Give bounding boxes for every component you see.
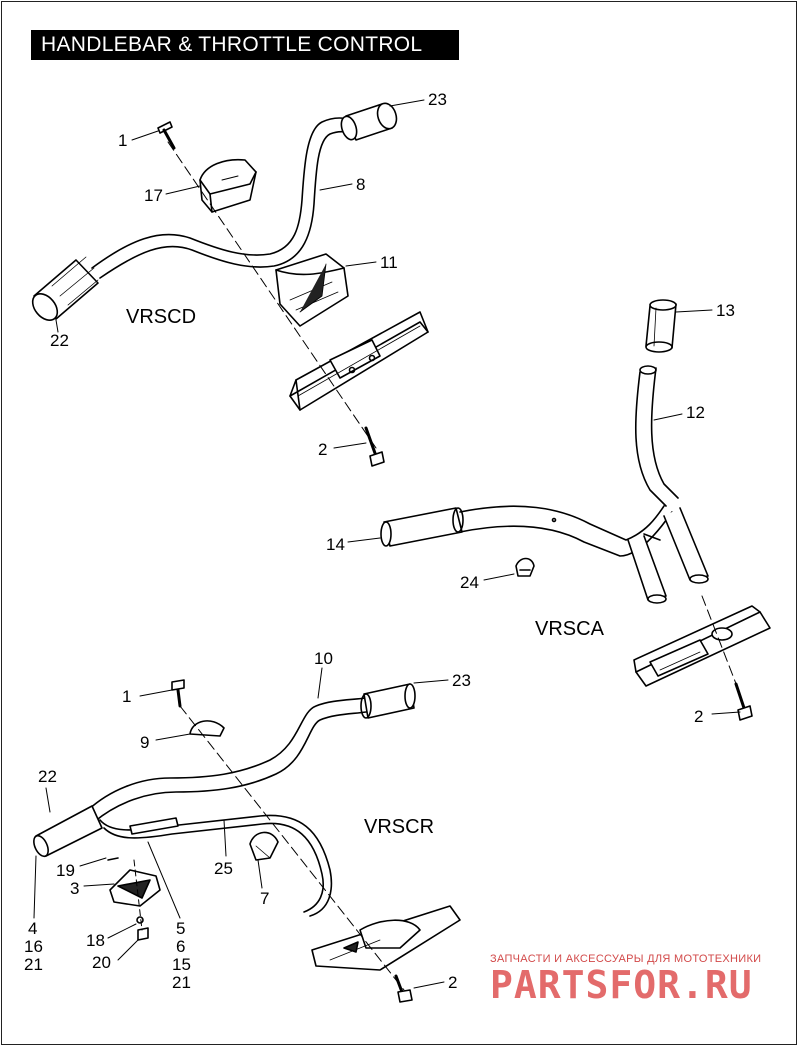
bolt-1-vrscr bbox=[171, 679, 185, 708]
callout-8: 8 bbox=[356, 175, 365, 194]
grip-left-vrscr bbox=[33, 805, 103, 858]
callout-25: 25 bbox=[214, 859, 233, 878]
callout-2: 2 bbox=[448, 973, 457, 992]
callout-11: 11 bbox=[380, 253, 398, 272]
clip-24 bbox=[515, 557, 535, 577]
vrsca-assembly bbox=[380, 299, 771, 721]
callout-17: 17 bbox=[144, 186, 163, 205]
callout-4: 4 bbox=[28, 919, 37, 938]
callout-labels: 1 23 17 8 11 22 2 13 12 14 24 2 10 1 23 … bbox=[24, 90, 735, 992]
throttle-cable bbox=[99, 814, 333, 917]
callout-1: 1 bbox=[122, 687, 131, 706]
callout-3: 3 bbox=[70, 879, 79, 898]
watermark-brand: PARTSFOR.RU bbox=[490, 963, 753, 1007]
triple-clamp-vrsca bbox=[633, 605, 771, 687]
callout-13: 13 bbox=[716, 301, 735, 320]
clamp-cap-7 bbox=[249, 831, 279, 861]
callout-22: 22 bbox=[50, 331, 69, 350]
callout-15: 15 bbox=[172, 955, 191, 974]
callout-1: 1 bbox=[118, 131, 127, 150]
callout-22: 22 bbox=[38, 767, 57, 786]
grip-14 bbox=[380, 507, 464, 547]
model-label-vrsca: VRSCA bbox=[535, 618, 605, 640]
bolt-2-vrscr bbox=[394, 974, 413, 1003]
leader-lines bbox=[33, 99, 741, 989]
triple-clamp-vrscr bbox=[311, 905, 461, 971]
clamp-cap-9 bbox=[189, 720, 225, 737]
callout-2: 2 bbox=[694, 707, 703, 726]
watermark-tagline: ЗАПЧАСТИ И АКСЕССУАРЫ ДЛЯ МОТОТЕХНИКИ bbox=[490, 953, 761, 965]
vrscd-assembly bbox=[31, 102, 429, 467]
handlebar-vrsca bbox=[634, 371, 667, 507]
callout-12: 12 bbox=[686, 403, 705, 422]
callout-20: 20 bbox=[92, 953, 111, 972]
callout-21: 21 bbox=[24, 955, 43, 974]
callout-19: 19 bbox=[56, 861, 75, 880]
callout-23: 23 bbox=[452, 671, 471, 690]
grip-left-vrscd bbox=[31, 256, 99, 321]
callout-6: 6 bbox=[176, 937, 185, 956]
callout-23: 23 bbox=[428, 90, 447, 109]
diagram-title: HANDLEBAR & THROTTLE CONTROL bbox=[31, 30, 459, 60]
callout-24: 24 bbox=[460, 573, 479, 592]
callout-5: 5 bbox=[176, 919, 185, 938]
clamp-cap-17 bbox=[199, 158, 257, 213]
riser-11 bbox=[275, 253, 349, 327]
throttle-housing-3 bbox=[107, 857, 161, 907]
callout-2: 2 bbox=[318, 440, 327, 459]
handlebar-vrscd bbox=[91, 117, 353, 269]
model-label-vrscd: VRSCD bbox=[126, 306, 196, 328]
grip-right-vrscr bbox=[360, 683, 416, 719]
grip-right-vrscd bbox=[340, 102, 398, 141]
callout-21: 21 bbox=[172, 973, 191, 992]
bolt-2-vrscd bbox=[364, 426, 385, 467]
grip-13 bbox=[645, 299, 677, 353]
watermark: ЗАПЧАСТИ И АКСЕССУАРЫ ДЛЯ МОТОТЕХНИКИ PA… bbox=[490, 953, 761, 1007]
bolt-1-vrscd bbox=[157, 121, 176, 150]
callout-14: 14 bbox=[326, 535, 345, 554]
vrscr-assembly bbox=[33, 679, 461, 1003]
callout-18: 18 bbox=[86, 931, 105, 950]
callout-10: 10 bbox=[314, 649, 333, 668]
handlebar-vrscr bbox=[87, 697, 367, 811]
callout-16: 16 bbox=[24, 937, 43, 956]
model-label-vrscr: VRSCR bbox=[364, 816, 434, 838]
triple-clamp-vrscd bbox=[289, 311, 429, 411]
callout-7: 7 bbox=[260, 889, 269, 908]
callout-9: 9 bbox=[140, 733, 149, 752]
